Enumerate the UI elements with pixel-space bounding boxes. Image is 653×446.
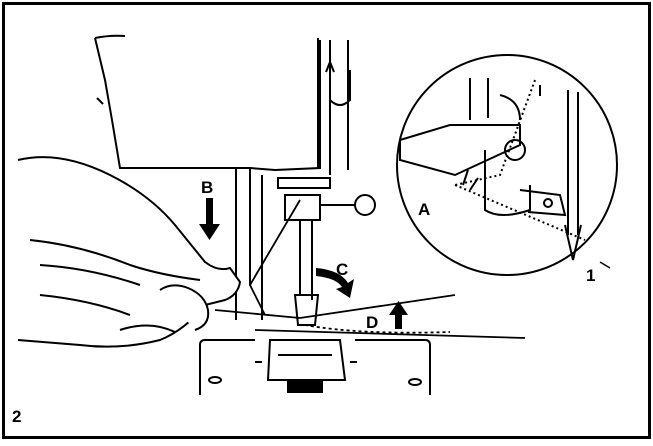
label-c: C (336, 260, 348, 279)
arrow-b (199, 198, 220, 240)
panel-number: 2 (12, 407, 21, 426)
hand-illustration (17, 156, 242, 348)
arrow-c (316, 268, 354, 298)
arrow-d (389, 301, 408, 329)
inset-number: 1 (586, 266, 595, 285)
thread-lines (214, 199, 526, 339)
label-a: A (418, 200, 430, 219)
needle-plate (199, 339, 431, 395)
inset-detail (396, 54, 618, 276)
inset-pointer (599, 261, 611, 269)
label-d: D (366, 313, 378, 332)
label-b: B (201, 178, 213, 197)
machine-head (94, 34, 349, 320)
presser-foot (255, 339, 357, 393)
needle-bar-slot (325, 55, 351, 106)
needle-clamp-assembly (277, 177, 376, 326)
inset-thread-dotted (454, 79, 586, 241)
figure-border (2, 2, 651, 439)
